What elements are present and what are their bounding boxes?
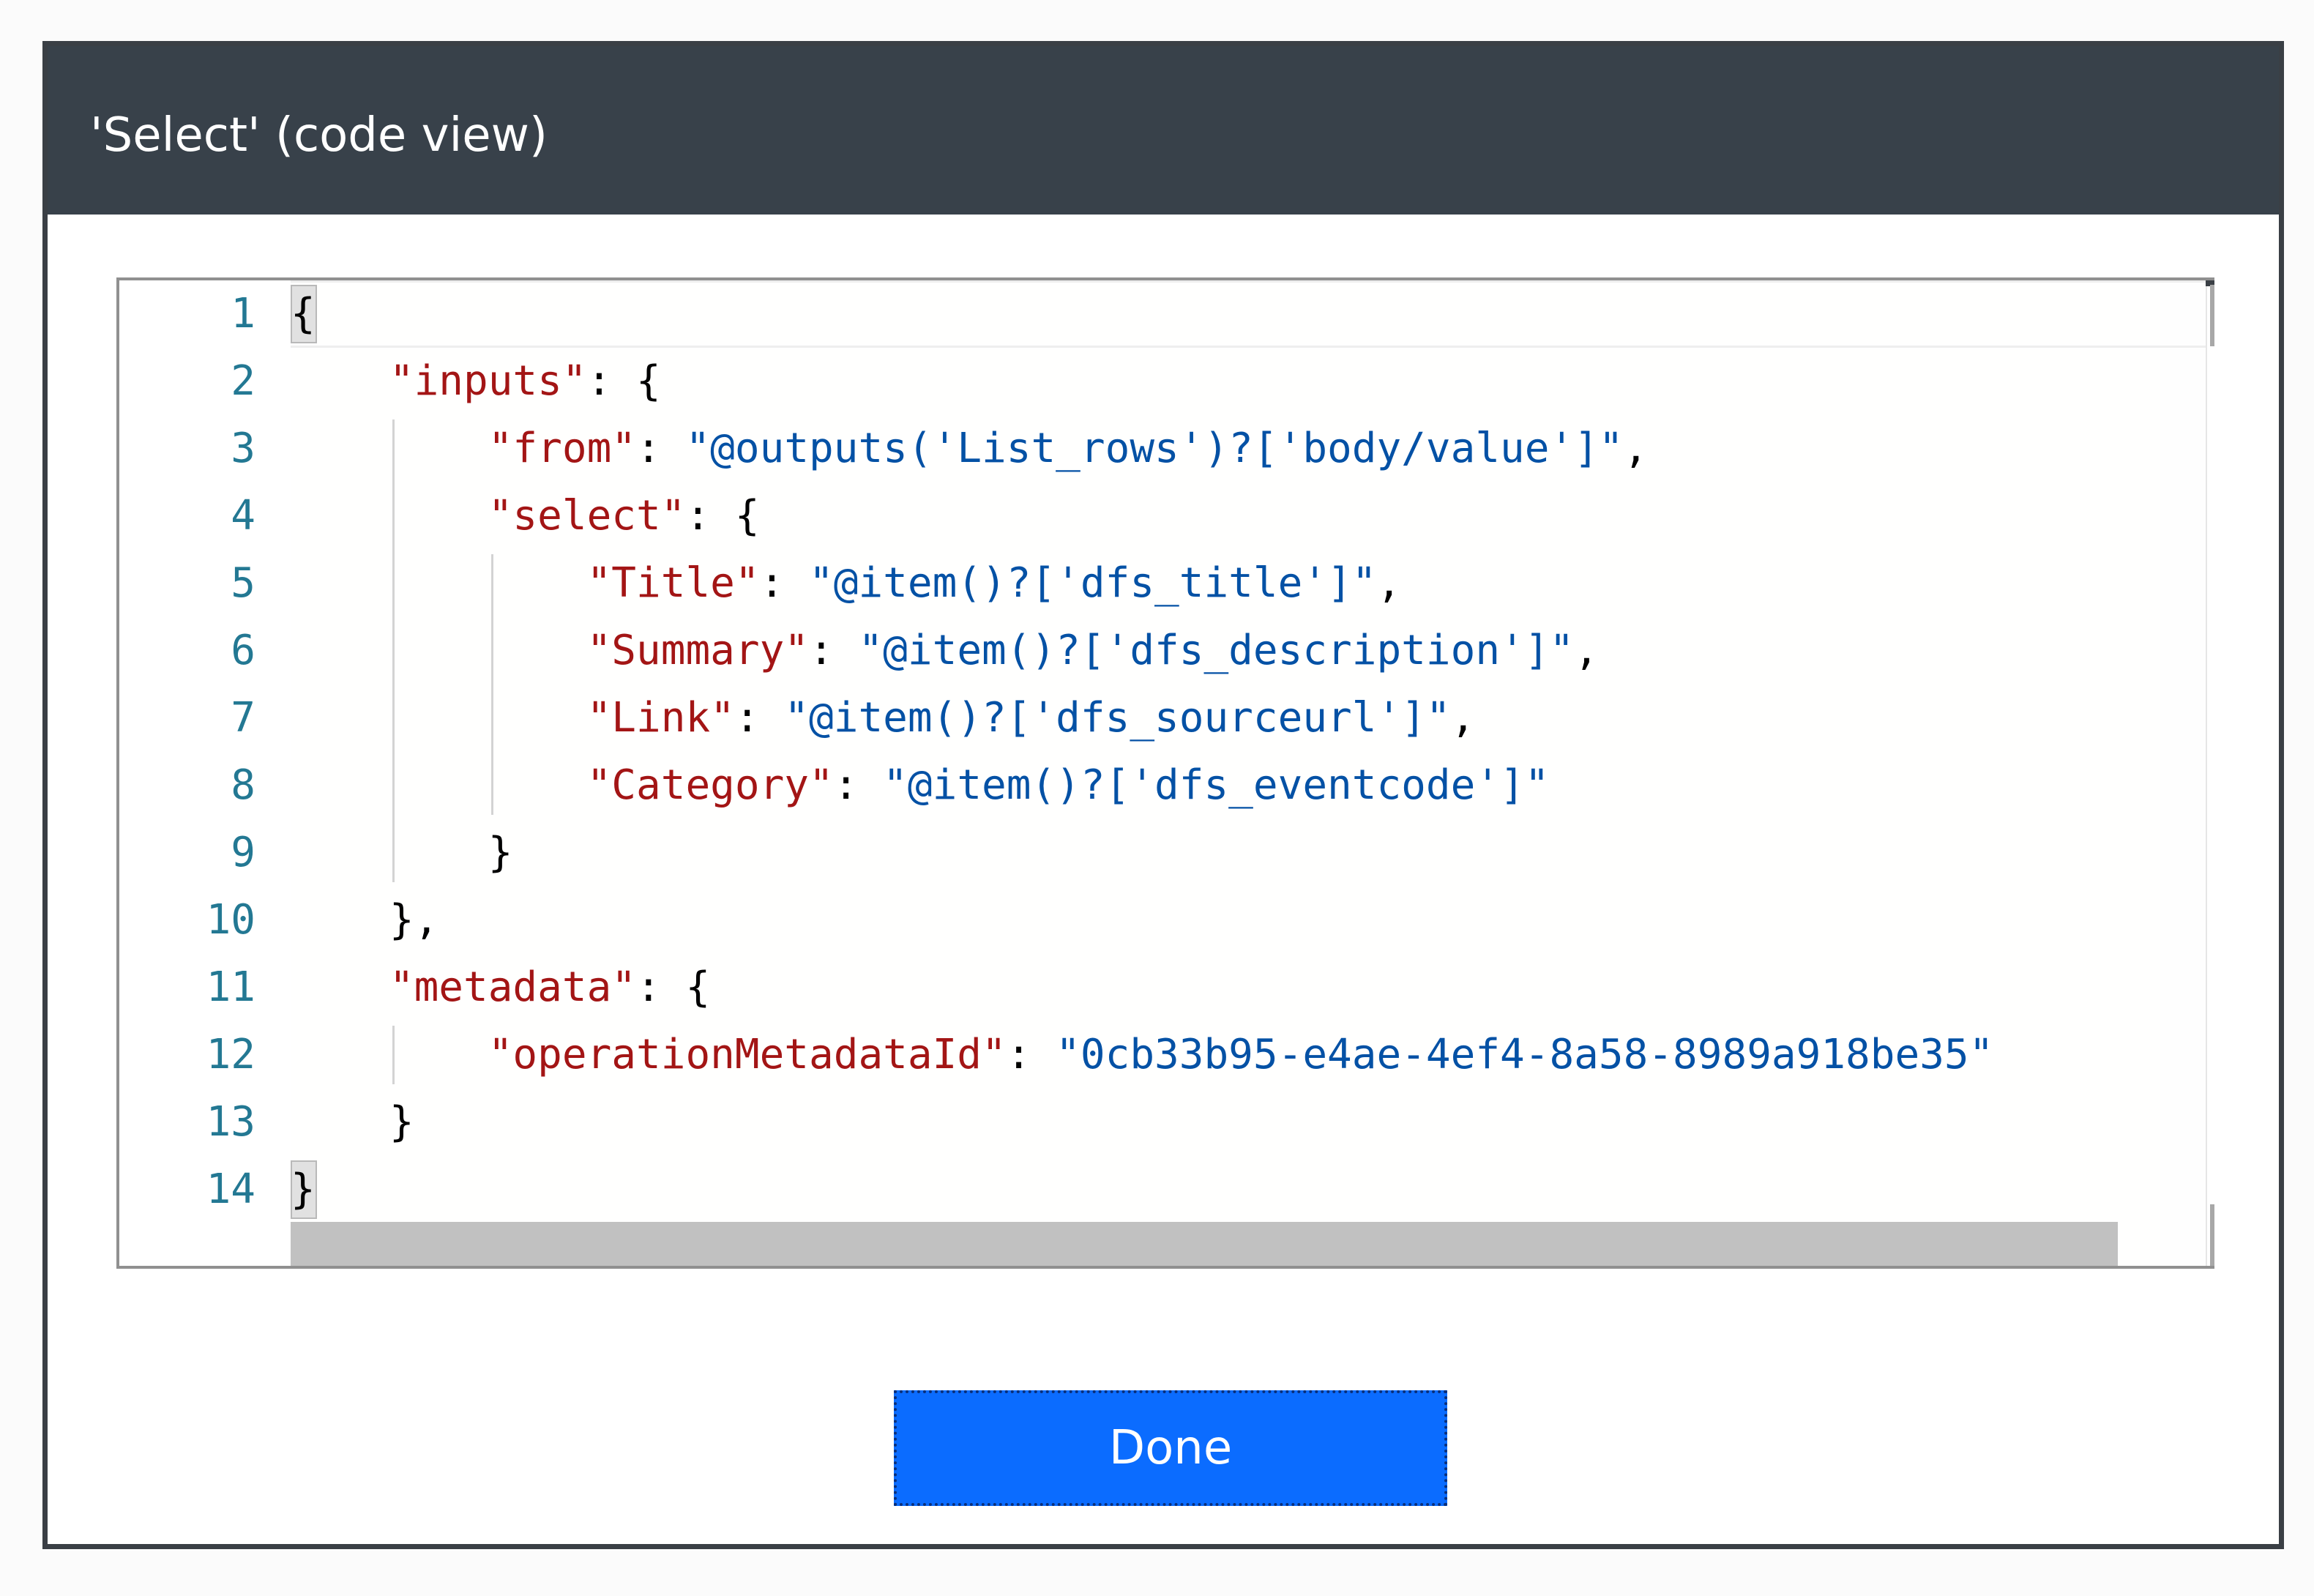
line-number: 11 [206,963,255,1011]
vertical-scrollbar[interactable] [2206,280,2214,1266]
json-punctuation: } [291,829,513,876]
json-string-value: "@item()?['dfs_eventcode']" [883,761,1550,809]
json-key: "Summary" [586,627,810,674]
dialog-header: 'Select' (code view) [48,46,2279,215]
json-punctuation: : { [636,963,711,1011]
json-string-value: "@item()?['dfs_description']" [858,627,1575,674]
line-number: 8 [231,761,255,809]
horizontal-scrollbar[interactable] [291,1222,2118,1266]
code-line: } [291,1156,316,1223]
indent-guide [392,419,395,882]
code-line: "operationMetadataId": "0cb33b95-e4ae-4e… [291,1021,1994,1089]
json-punctuation: , [1623,425,1649,472]
json-punctuation: : [734,694,785,742]
code-line: } [291,819,513,887]
line-number: 13 [206,1098,255,1146]
code-line: "Link": "@item()?['dfs_sourceurl']", [291,685,1476,752]
json-punctuation [291,559,587,607]
dialog-title: 'Select' (code view) [90,108,548,163]
json-punctuation: , [1450,694,1476,742]
json-punctuation: : [1006,1031,1056,1078]
json-key: "inputs" [389,357,587,405]
current-line-highlight [291,280,2214,348]
json-punctuation: : [833,761,884,809]
line-number: 7 [231,694,255,742]
line-number: 10 [206,896,255,944]
json-punctuation: : [759,559,810,607]
json-key: "metadata" [389,963,637,1011]
code-line: { [291,280,316,348]
json-punctuation [291,694,587,742]
line-number: 5 [231,559,255,607]
json-punctuation: { [291,290,316,338]
json-key: "Category" [586,761,834,809]
code-line: "Summary": "@item()?['dfs_description']"… [291,617,1599,685]
code-line: "metadata": { [291,954,710,1021]
indent-guide [490,554,493,815]
json-punctuation: : [809,627,859,674]
bracket-match-highlight [291,285,317,343]
code-text-area[interactable]: { "inputs": { "from": "@outputs('List_ro… [291,280,2214,1266]
line-number: 1 [231,290,255,338]
json-punctuation [291,492,488,540]
json-punctuation [291,357,389,405]
line-number: 12 [206,1031,255,1078]
indent-guide [392,1026,395,1084]
code-line: }, [291,887,438,954]
json-punctuation [291,627,587,674]
json-punctuation: , [1376,559,1402,607]
json-punctuation: , [1574,627,1599,674]
json-punctuation: : { [685,492,760,540]
json-punctuation [291,1031,488,1078]
bracket-match-highlight [291,1160,317,1219]
done-button[interactable]: Done [894,1390,1447,1506]
json-punctuation: }, [291,896,439,944]
json-punctuation [291,963,389,1011]
line-number: 2 [231,357,255,405]
overview-ruler-top [2206,280,2214,286]
code-line: "Category": "@item()?['dfs_eventcode']" [291,752,1550,819]
json-punctuation [291,425,488,472]
line-number: 4 [231,492,255,540]
code-line: } [291,1089,414,1156]
json-key: "Link" [586,694,735,742]
json-punctuation [291,761,587,809]
line-number: 14 [206,1166,255,1213]
json-key: "from" [488,425,637,472]
json-key: "Title" [586,559,760,607]
json-key: "select" [488,492,686,540]
json-string-value: "@outputs('List_rows')?['body/value']" [685,425,1624,472]
json-string-value: "0cb33b95-e4ae-4ef4-8a58-8989a918be35" [1056,1031,1994,1078]
json-punctuation: } [291,1098,414,1146]
overview-ruler-marker-bottom [2210,1204,2214,1266]
json-string-value: "@item()?['dfs_title']" [809,559,1377,607]
overview-ruler-marker-top [2210,285,2214,346]
code-line: "Title": "@item()?['dfs_title']", [291,550,1402,617]
code-line: "from": "@outputs('List_rows')?['body/va… [291,415,1649,482]
code-line: "select": { [291,482,760,550]
json-punctuation: } [291,1166,316,1213]
json-string-value: "@item()?['dfs_sourceurl']" [784,694,1451,742]
json-key: "operationMetadataId" [488,1031,1007,1078]
json-punctuation: : { [586,357,661,405]
line-number: 3 [231,425,255,472]
line-number: 6 [231,627,255,674]
line-number: 9 [231,829,255,876]
json-punctuation: : [636,425,686,472]
code-line: "inputs": { [291,348,661,415]
